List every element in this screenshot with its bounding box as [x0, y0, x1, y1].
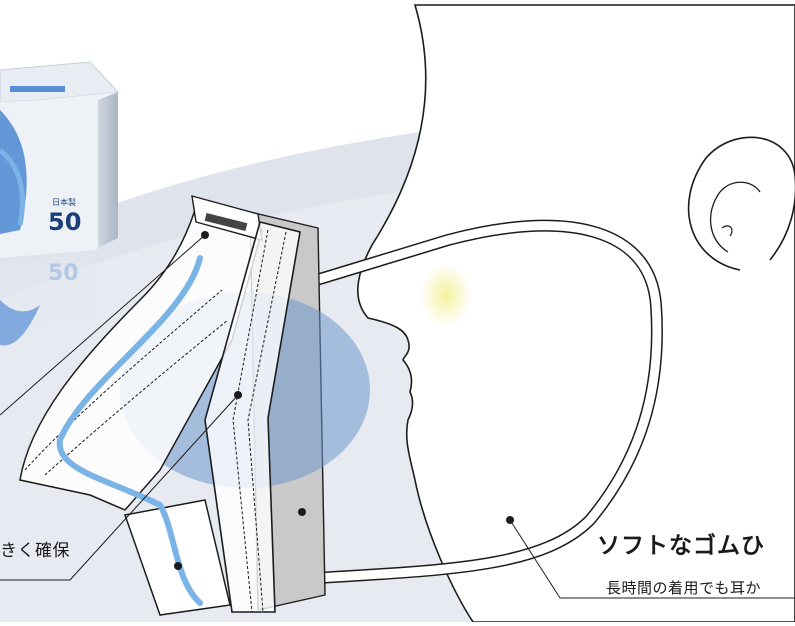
box-reflection-count: 50 [48, 261, 79, 286]
box-made-in-label: 日本製 [52, 197, 76, 207]
callout-text-air-space: きく確保 [0, 536, 70, 561]
callout-subtitle-ear-comfort: 長時間の着用でも耳か [606, 577, 761, 598]
nose-glow [420, 263, 472, 327]
callout-title-soft-ear-loop: ソフトなゴムひ [597, 526, 765, 560]
box-count-label: 50 [48, 208, 81, 236]
